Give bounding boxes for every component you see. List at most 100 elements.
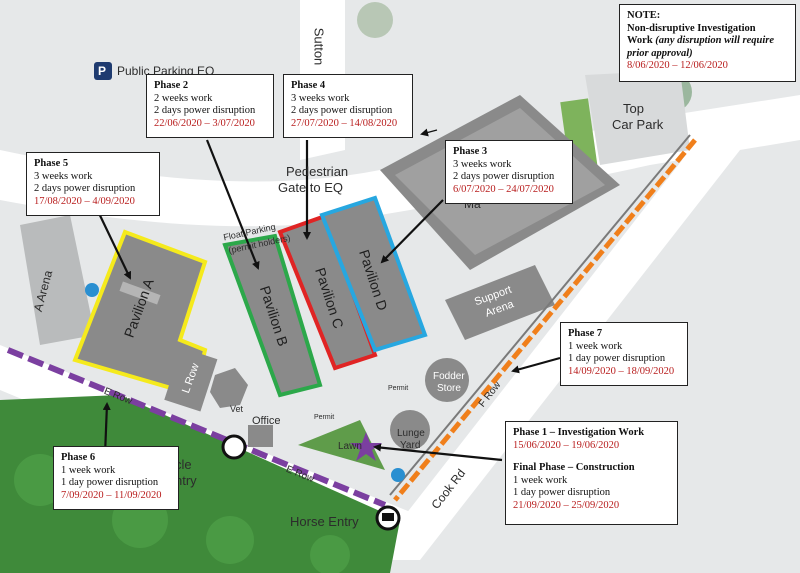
phase6-dates: 7/09/2020 – 11/09/2020 bbox=[61, 489, 162, 501]
main-road bbox=[0, 95, 800, 227]
phase7-arrow bbox=[511, 356, 561, 374]
phase5-title: Phase 5 bbox=[34, 158, 69, 169]
phase6-work: 1 week work bbox=[61, 464, 116, 476]
phase3-disruption: 2 days power disruption bbox=[453, 171, 555, 182]
office-label: Office bbox=[252, 415, 281, 427]
gate-to-eq-label: Gate to EQ bbox=[278, 180, 344, 195]
phase7-work: 1 week work bbox=[568, 340, 623, 352]
phase5-dates: 17/08/2020 – 4/09/2020 bbox=[34, 195, 135, 207]
lawn-label: Lawn bbox=[338, 441, 362, 452]
phase5-box: Phase 5 3 weeks work 2 days power disrup… bbox=[26, 152, 160, 216]
pavilion-c-building bbox=[280, 216, 375, 368]
phase2-title: Phase 2 bbox=[154, 80, 189, 91]
phase4-box: Phase 4 3 weeks work 2 days power disrup… bbox=[283, 74, 413, 138]
phase2-disruption: 2 days power disruption bbox=[154, 105, 256, 116]
pavilion-a-walkway bbox=[119, 281, 161, 305]
sutton-label: Sutton bbox=[311, 27, 327, 66]
phase7-disruption: 1 day power disruption bbox=[568, 353, 666, 364]
fodder-label: Fodder bbox=[433, 371, 465, 382]
phase3-work: 3 weeks work bbox=[453, 158, 512, 170]
support-arena bbox=[445, 265, 555, 340]
phase5-disruption: 2 days power disruption bbox=[34, 183, 136, 194]
phase7-route bbox=[393, 138, 697, 502]
phase3-outline bbox=[319, 195, 428, 353]
phase4-title: Phase 4 bbox=[291, 80, 326, 91]
phase6-disruption: 1 day power disruption bbox=[61, 477, 159, 488]
phase4-work: 3 weeks work bbox=[291, 92, 350, 104]
tree bbox=[310, 535, 350, 573]
vet-label: Vet bbox=[230, 404, 244, 414]
phase1-title: Phase 1 – Investigation Work bbox=[513, 427, 645, 438]
final-phase-disruption: 1 day power disruption bbox=[513, 487, 611, 498]
toilet-icon bbox=[391, 468, 405, 482]
phase5-work: 3 weeks work bbox=[34, 170, 93, 182]
phase4-disruption: 2 days power disruption bbox=[291, 105, 393, 116]
vehicle-entry-label-1: cle bbox=[175, 457, 192, 472]
top-label: Top bbox=[623, 101, 644, 116]
pedestrian-gate-label: Pedestrian bbox=[286, 164, 349, 179]
phase7-box: Phase 7 1 week work 1 day power disrupti… bbox=[560, 322, 688, 386]
a-arena bbox=[20, 215, 95, 345]
horse-entry-label: Horse Entry bbox=[290, 514, 359, 529]
note-title: NOTE: bbox=[627, 10, 661, 21]
permit-label-1: Permit bbox=[314, 414, 335, 421]
lunge-label: Lunge bbox=[397, 428, 425, 439]
lawn-area bbox=[298, 420, 385, 470]
final-phase-title: Final Phase – Construction bbox=[513, 462, 635, 473]
yard-label: Yard bbox=[400, 440, 421, 451]
l-row-building bbox=[164, 347, 218, 412]
phase5-arrow bbox=[94, 204, 132, 280]
parking-icon bbox=[94, 62, 112, 80]
phase6-box: Phase 6 1 week work 1 day power disrupti… bbox=[53, 446, 179, 510]
store-label: Store bbox=[437, 383, 461, 394]
phase1-dates: 15/06/2020 – 19/06/2020 bbox=[513, 439, 620, 451]
cook-road bbox=[370, 150, 740, 560]
office-building bbox=[248, 425, 273, 447]
phase3-dates: 6/07/2020 – 24/07/2020 bbox=[453, 183, 554, 195]
direction-arrow bbox=[420, 128, 438, 137]
phase1-final-box: Phase 1 – Investigation Work 15/06/2020 … bbox=[505, 421, 678, 525]
note-box: NOTE: Non-disruptive Investigation Work … bbox=[619, 4, 796, 82]
lunge-yard-building bbox=[390, 410, 430, 450]
phase3-arrow bbox=[380, 199, 444, 264]
phase1-arrow bbox=[373, 443, 503, 462]
note-line2: Work bbox=[627, 35, 653, 46]
pavilion-a-building bbox=[75, 232, 205, 395]
tree bbox=[206, 516, 254, 564]
final-phase-dates: 21/09/2020 – 25/09/2020 bbox=[513, 499, 620, 511]
note-line3: prior approval) bbox=[627, 47, 693, 59]
parking-letter: P bbox=[98, 64, 107, 78]
note-line1: Non-disruptive Investigation bbox=[627, 22, 756, 34]
top-car-park bbox=[585, 70, 690, 165]
phase6-route bbox=[6, 347, 387, 508]
note-dates: 8/06/2020 – 12/06/2020 bbox=[627, 60, 728, 71]
phase2-work: 2 weeks work bbox=[154, 92, 213, 104]
phase3-box: Phase 3 3 weeks work 2 days power disrup… bbox=[445, 140, 573, 204]
vehicle-entry-marker bbox=[221, 434, 247, 460]
tree bbox=[357, 2, 393, 38]
note-line2-italic: (any disruption will require bbox=[652, 35, 775, 46]
permit-label-2: Permit bbox=[388, 385, 409, 392]
phase2-arrow bbox=[205, 139, 260, 270]
horse-icon bbox=[382, 513, 394, 521]
vehicle-entry-label-2: ntry bbox=[175, 473, 197, 488]
phase6-title: Phase 6 bbox=[61, 452, 96, 463]
phase2-box: Phase 2 2 weeks work 2 days power disrup… bbox=[146, 74, 274, 138]
car-park-label: Car Park bbox=[612, 117, 664, 132]
vet-building bbox=[210, 368, 248, 408]
phase4-dates: 27/07/2020 – 14/08/2020 bbox=[291, 117, 398, 129]
phase1-star-icon bbox=[350, 432, 382, 461]
fodder-store-building bbox=[425, 358, 469, 402]
phase7-title: Phase 7 bbox=[568, 328, 603, 339]
phase2-dates: 22/06/2020 – 3/07/2020 bbox=[154, 117, 255, 129]
phase3-title: Phase 3 bbox=[453, 146, 488, 157]
grass-area bbox=[0, 395, 400, 573]
phase4-outline bbox=[277, 213, 378, 371]
pavilion-b-building bbox=[225, 236, 320, 395]
f-row-edge bbox=[389, 134, 691, 496]
phase7-dates: 14/09/2020 – 18/09/2020 bbox=[568, 365, 675, 377]
toilet-icon bbox=[85, 283, 99, 297]
phase2-outline bbox=[222, 233, 323, 398]
final-phase-work: 1 week work bbox=[513, 474, 568, 486]
